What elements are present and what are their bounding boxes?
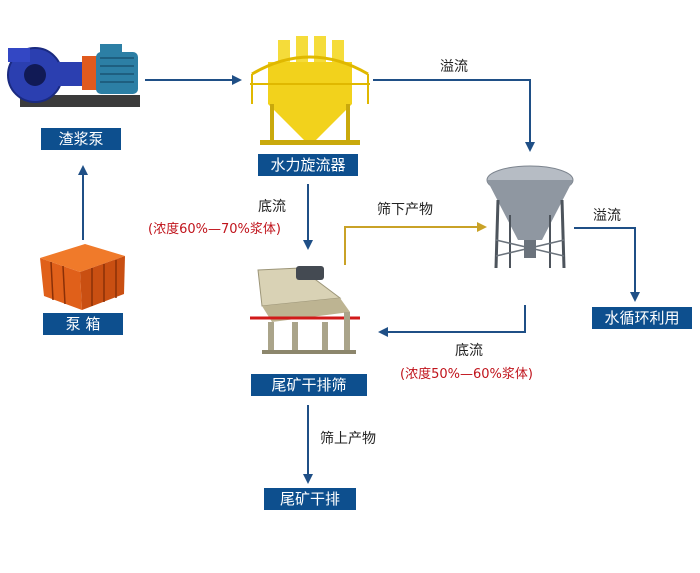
underflow-cyclone-concentration: (浓度60%—70%浆体) bbox=[148, 222, 281, 237]
undersize-text: 筛下产物 bbox=[377, 202, 433, 218]
thickener-illustration bbox=[486, 165, 574, 269]
dry-tailings-label: 尾矿干排 bbox=[264, 488, 356, 510]
pump-box-illustration bbox=[40, 244, 125, 310]
underflow-cyclone-text: 底流 bbox=[258, 199, 286, 215]
arrow-thickener-underflow bbox=[378, 305, 526, 337]
underflow-thickener-concentration: (浓度50%—60%浆体) bbox=[400, 367, 533, 382]
dewatering-screen-label: 尾矿干排筛 bbox=[251, 374, 367, 396]
hydrocyclone-illustration bbox=[250, 36, 370, 145]
slurry-pump-illustration bbox=[7, 44, 140, 107]
oversize-text: 筛上产物 bbox=[320, 431, 376, 447]
arrow-thickener-overflow bbox=[574, 227, 640, 302]
underflow-thickener-text: 底流 bbox=[455, 343, 483, 359]
arrow-cyclone-overflow bbox=[373, 79, 535, 152]
slurry-pump-label: 渣浆泵 bbox=[41, 128, 121, 150]
overflow-thickener-text: 溢流 bbox=[593, 208, 621, 224]
overflow-top-text: 溢流 bbox=[440, 59, 468, 75]
flow-arrows bbox=[78, 75, 640, 484]
water-reuse-label: 水循环利用 bbox=[592, 307, 692, 329]
arrow-undersize bbox=[344, 222, 487, 265]
hydrocyclone-label: 水力旋流器 bbox=[258, 154, 358, 176]
dewatering-screen-illustration bbox=[250, 266, 360, 354]
pump-box-label: 泵 箱 bbox=[43, 313, 123, 335]
